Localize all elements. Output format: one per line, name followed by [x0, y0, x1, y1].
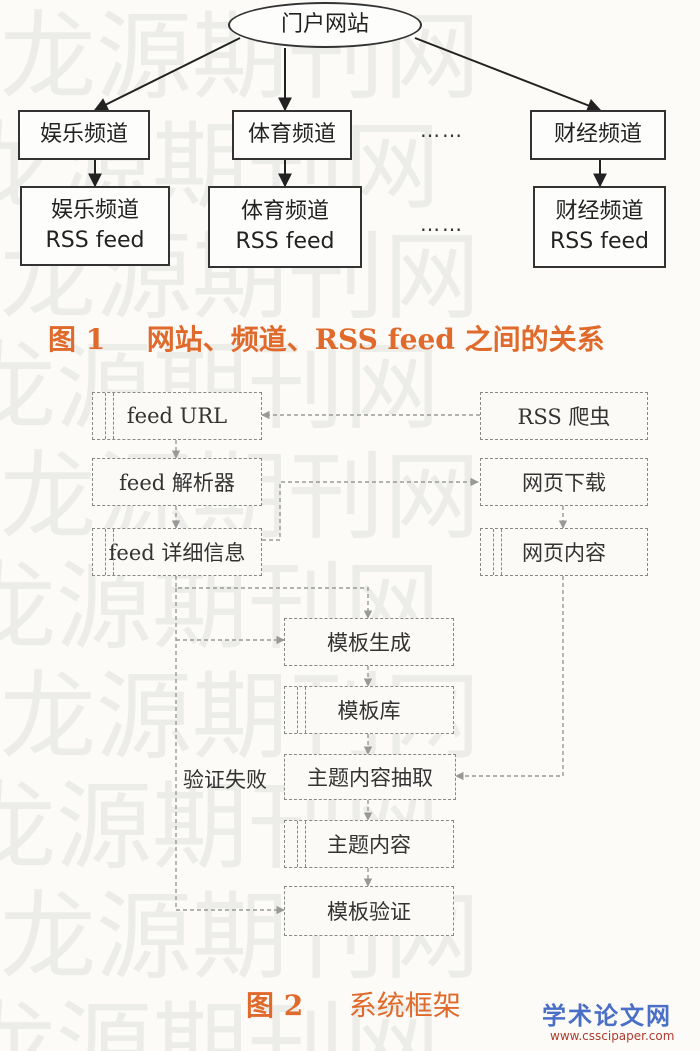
channel-label: 财经频道: [553, 122, 642, 147]
figure2-title: 系统框架: [348, 989, 461, 1022]
feed-detail-store: feed 详细信息: [92, 528, 262, 576]
feed-finance: 财经频道 RSS feed: [533, 186, 666, 268]
feed-entertainment: 娱乐频道 RSS feed: [20, 186, 170, 266]
figure2-caption: 图 2 系统框架: [246, 984, 461, 1024]
feed-suffix: RSS feed: [235, 229, 335, 254]
template-verification: 模板验证: [284, 886, 454, 936]
feed-sports: 体育频道 RSS feed: [208, 186, 362, 268]
node-label: feed 详细信息: [108, 541, 246, 565]
channel-sports: 体育频道: [232, 110, 352, 160]
portal-label: 门户网站: [280, 12, 369, 37]
page-content-store: 网页内容: [480, 528, 648, 576]
feed-name: 财经频道: [555, 199, 644, 224]
channel-entertainment: 娱乐频道: [18, 110, 150, 160]
feed-suffix: RSS feed: [550, 229, 649, 254]
page-download: 网页下载: [480, 458, 648, 506]
channel-ellipsis: ……: [420, 118, 464, 142]
node-label: RSS 爬虫: [517, 405, 611, 429]
feed-suffix: RSS feed: [45, 228, 145, 253]
template-library-store: 模板库: [284, 686, 454, 734]
channel-label: 娱乐频道: [39, 122, 128, 147]
template-generation: 模板生成: [284, 618, 454, 666]
node-label: 网页下载: [522, 471, 606, 495]
site-url: www.csscipaper.com: [550, 1029, 675, 1043]
node-label: 模板生成: [327, 631, 411, 655]
rss-crawler: RSS 爬虫: [480, 392, 648, 440]
figure1-title: 网站、频道、RSS feed 之间的关系: [146, 323, 605, 356]
site-logo: 学术论文网: [542, 1001, 672, 1030]
figure2-number: 图 2: [246, 989, 304, 1022]
channel-finance: 财经频道: [530, 110, 666, 160]
node-label: feed URL: [126, 404, 228, 428]
node-label: 模板库: [337, 699, 401, 723]
portal-node: 门户网站: [228, 2, 422, 48]
feed-name: 娱乐频道: [50, 198, 139, 223]
verify-fail-label: 验证失败: [183, 768, 267, 792]
channel-label: 体育频道: [247, 122, 336, 147]
node-label: 主题内容抽取: [307, 766, 433, 790]
node-label: 主题内容: [327, 833, 411, 857]
topic-extraction: 主题内容抽取: [284, 754, 456, 800]
node-label: feed 解析器: [119, 471, 235, 495]
node-label: 网页内容: [522, 541, 606, 565]
figure1-caption: 图 1 网站、频道、RSS feed 之间的关系: [48, 318, 605, 358]
figure1-number: 图 1: [48, 323, 106, 356]
node-label: 模板验证: [327, 900, 411, 924]
topic-content-store: 主题内容: [284, 820, 454, 868]
feed-parser: feed 解析器: [92, 458, 262, 506]
feed-url-store: feed URL: [92, 392, 262, 440]
feed-ellipsis: ……: [420, 212, 464, 236]
feed-name: 体育频道: [240, 199, 329, 224]
